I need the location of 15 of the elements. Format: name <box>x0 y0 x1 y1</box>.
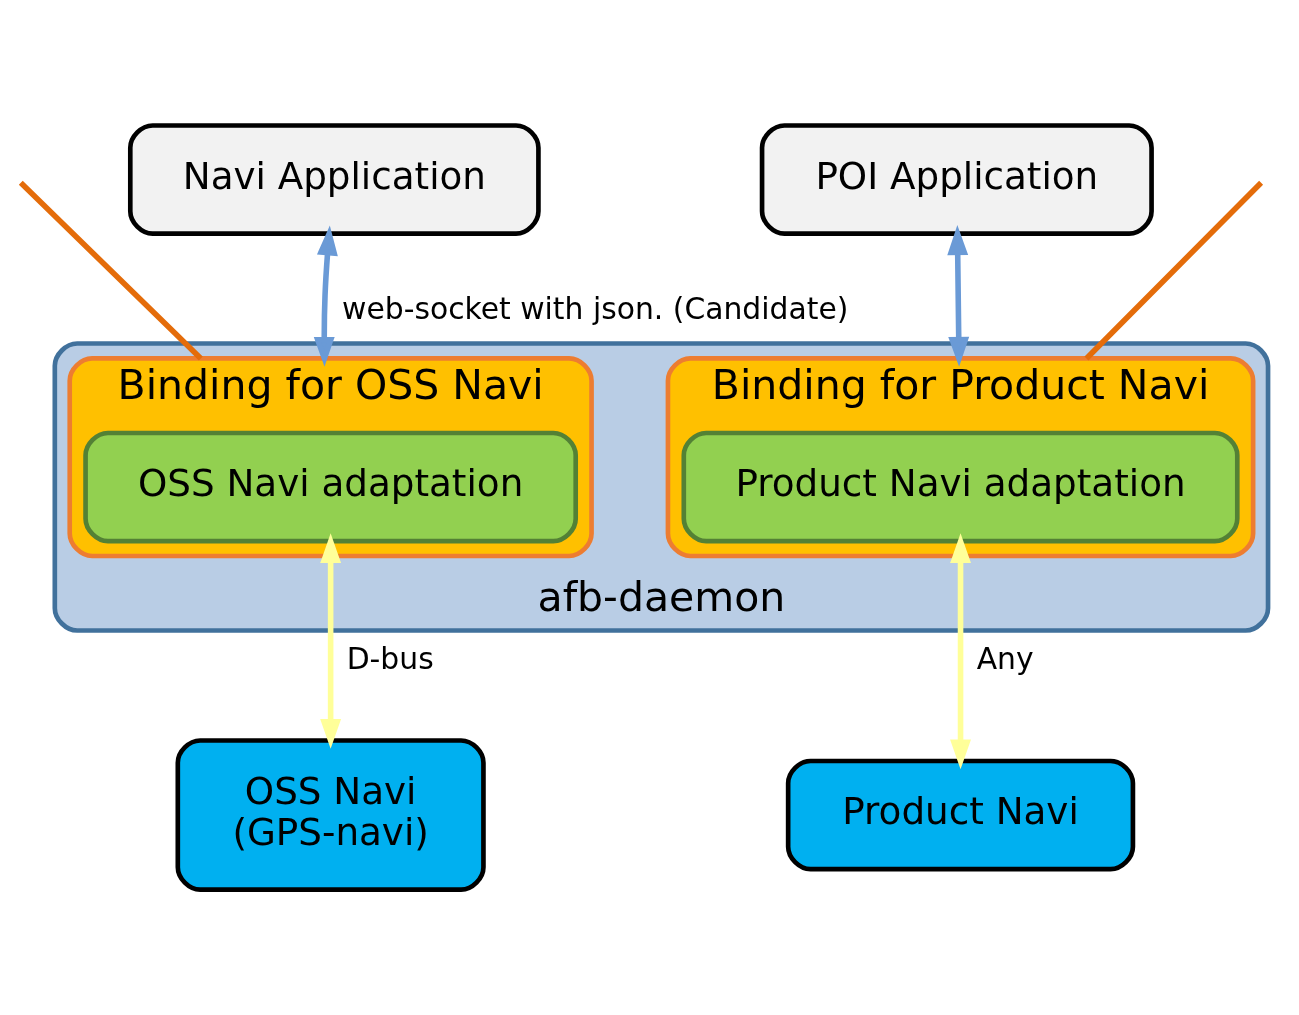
node-box: OSS Navi adaptation <box>83 430 579 544</box>
connector <box>1084 180 1264 361</box>
arrow <box>947 225 970 367</box>
arrow <box>950 533 971 770</box>
edge-label: Any <box>976 641 1034 677</box>
edge-label: web-socket with json. (Candidate) <box>342 290 849 326</box>
node-box: Navi Application <box>127 123 541 236</box>
connector <box>18 180 203 361</box>
node-box: Product Navi adaptation <box>681 430 1240 544</box>
edge-label: D-bus <box>346 641 434 677</box>
node-box: OSS Navi (GPS-navi) <box>175 738 486 892</box>
node-box: Product Navi <box>785 758 1136 872</box>
node-box: POI Application <box>759 123 1154 236</box>
arrow <box>313 225 338 367</box>
arrow <box>320 533 342 749</box>
